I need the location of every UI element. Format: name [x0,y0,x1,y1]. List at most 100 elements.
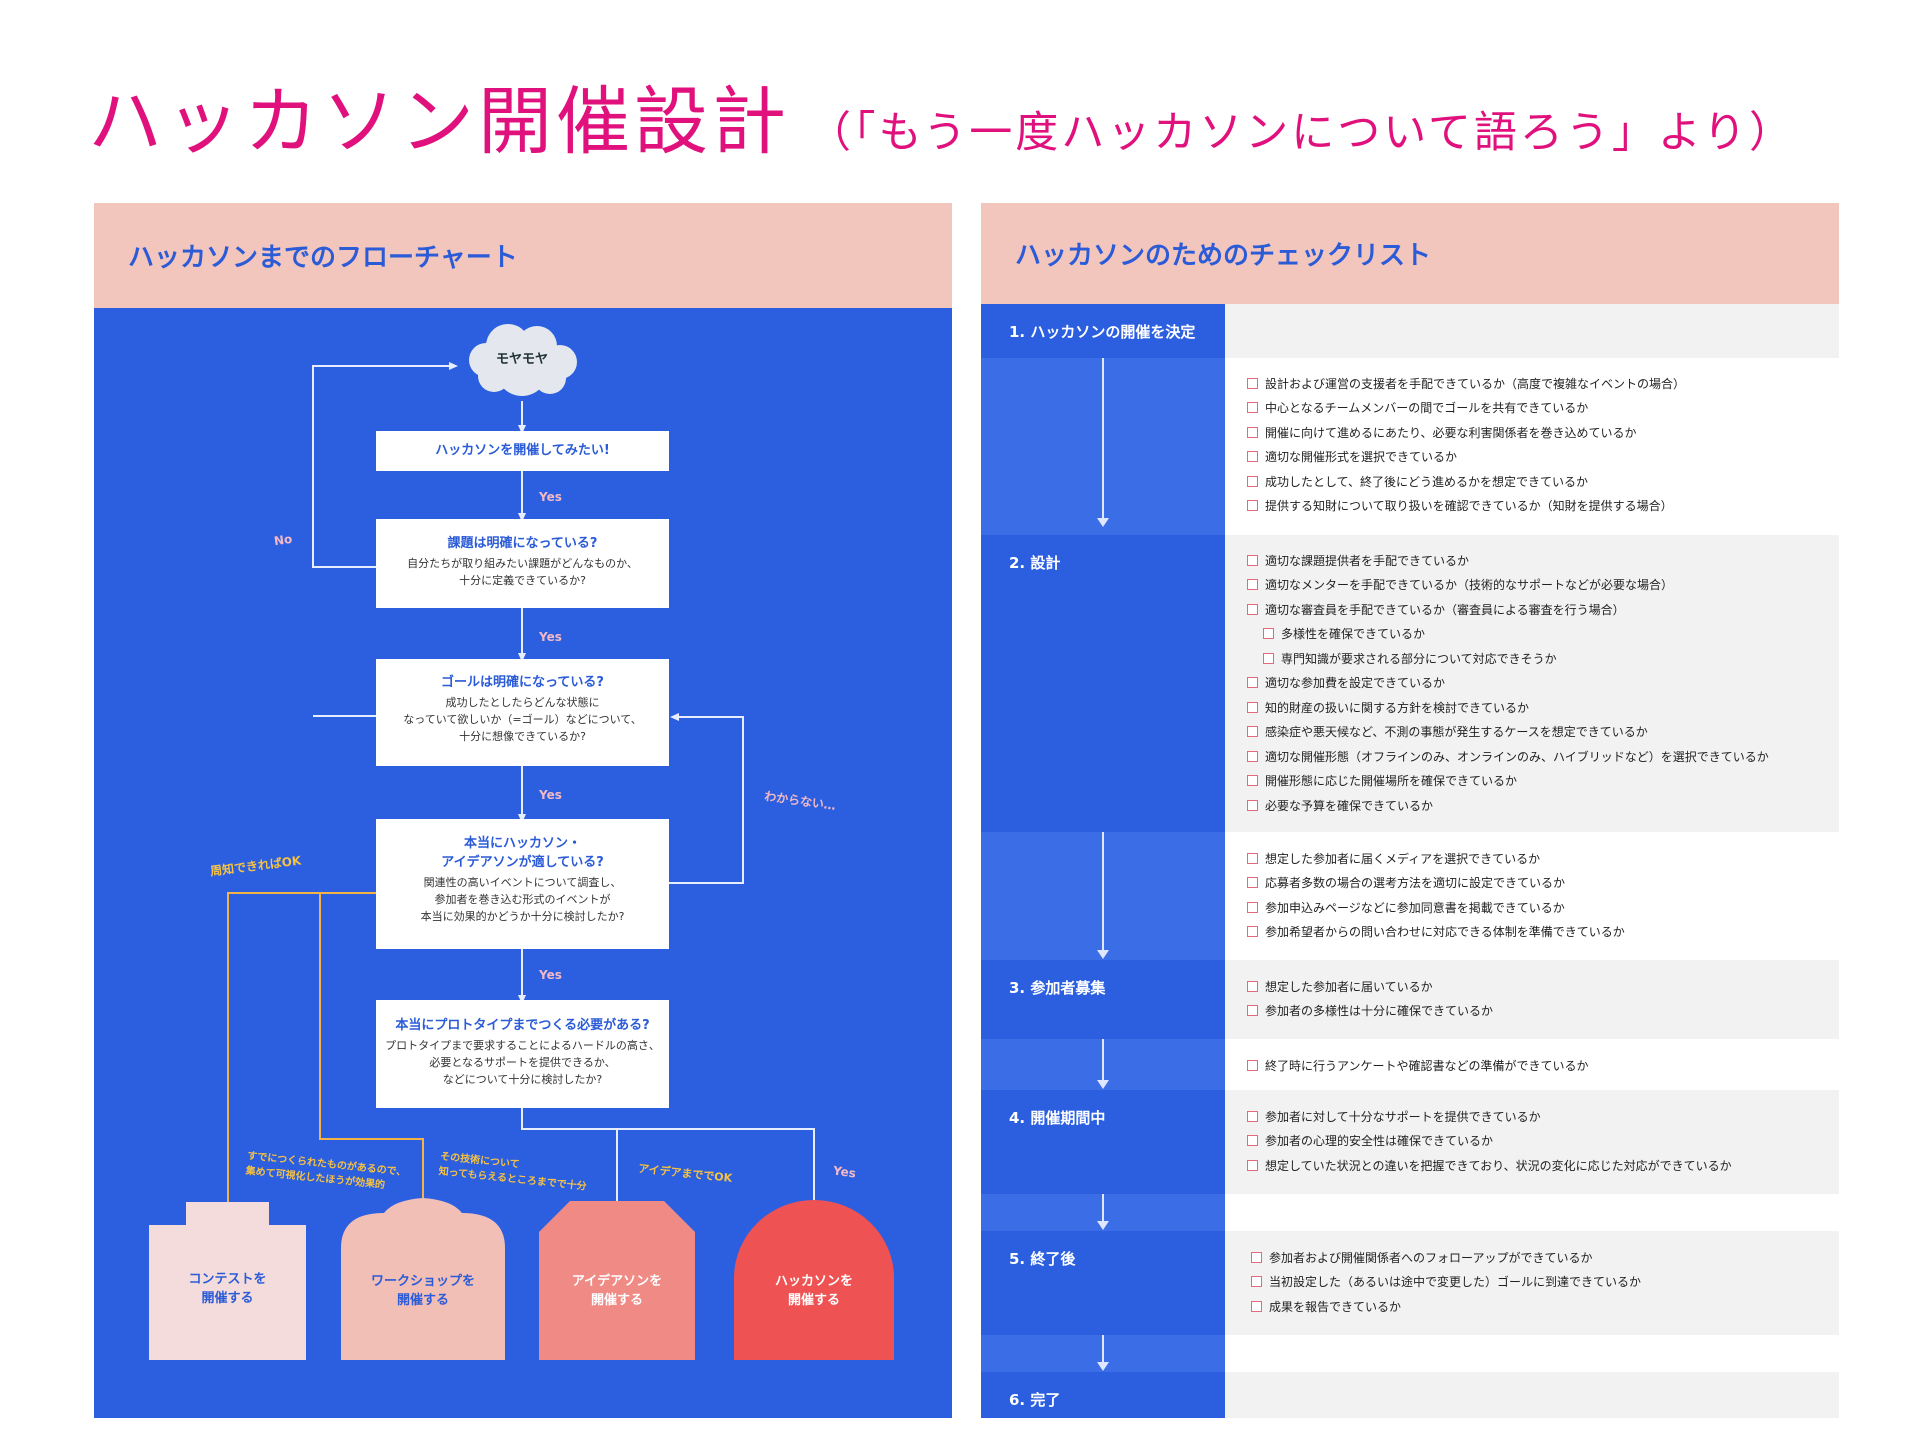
checklist-item[interactable]: 参加者の心理的安全性は確保できているか [1247,1129,1732,1154]
checkbox[interactable] [1247,554,1258,566]
checkbox[interactable] [1263,628,1274,640]
page-title: ハッカソン開催設計 （「もう一度ハッカソンについて語ろう」より） [88,62,1796,165]
checklist-item[interactable]: 参加申込みページなどに参加同意書を掲載できているか [1247,895,1625,920]
flowchart-panel: ハッカソンまでのフローチャート [94,203,952,1418]
checkbox[interactable] [1247,426,1258,438]
flow-box-description: プロトタイプまで要求することによるハードルの高さ、 必要となるサポートを提供でき… [385,1039,660,1086]
checklist-item[interactable]: 参加者および開催関係者へのフォローアップができているか [1251,1245,1641,1270]
checklist-item[interactable]: 開催に向けて進めるにあたり、必要な利害関係者を巻き込めているか [1247,420,1685,445]
label-yes-2: Yes [539,630,562,644]
step-label: 3. 参加者募集 [1009,979,1106,997]
flow-box-title: 本当にハッカソン・ アイデアソンが適している? [441,836,604,870]
flow-box-title: 本当にプロトタイプまでつくる必要がある? [395,1018,650,1033]
outcome-workshop-shape [341,1198,505,1360]
flow-box-description: 自分たちが取り組みたい課題がどんなものか、 十分に定義できているか? [407,557,638,587]
flowchart-header: ハッカソンまでのフローチャート [94,203,952,308]
checklist-item[interactable]: 成功したとして、終了後にどう進めるかを想定できているか [1247,469,1685,494]
label-yes-1: Yes [539,490,562,504]
checkbox[interactable] [1247,1135,1258,1147]
checklist-item[interactable]: 中心となるチームメンバーの間でゴールを共有できているか [1247,396,1685,421]
flow-box-title: ゴールは明確になっている? [441,675,604,690]
checkbox[interactable] [1247,603,1258,615]
checklist-item[interactable]: 必要な予算を確保できているか [1247,793,1769,818]
checkbox[interactable] [1247,980,1258,992]
checkbox[interactable] [1251,1251,1262,1263]
checkbox[interactable] [1251,1276,1262,1288]
checklist-item[interactable]: 適切なメンターを手配できているか（技術的なサポートなどが必要な場合） [1247,573,1769,598]
checklist-header-title: ハッカソンのためのチェックリスト [1015,241,1432,271]
checklist-item[interactable]: 当初設定した（あるいは途中で変更した）ゴールに到達できているか [1251,1270,1641,1295]
checkbox[interactable] [1247,750,1258,762]
checkbox[interactable] [1247,726,1258,738]
checkbox[interactable] [1247,1110,1258,1122]
checklist-item[interactable]: 感染症や悪天候など、不測の事態が発生するケースを想定できているか [1247,720,1769,745]
checklist-item[interactable]: 適切な参加費を設定できているか [1247,671,1769,696]
checkbox[interactable] [1247,579,1258,591]
outcome-hackathon: ハッカソンを 開催する [774,1274,853,1308]
checkbox[interactable] [1247,1159,1258,1171]
checkbox[interactable] [1247,775,1258,787]
checklist-item[interactable]: 成果を報告できているか [1251,1294,1641,1319]
outcome-workshop: ワークショップを 開催する [370,1274,475,1308]
checklist-item[interactable]: 参加希望者からの問い合わせに対応できる体制を準備できているか [1247,920,1625,945]
checklist-item[interactable]: 適切な開催形態（オフラインのみ、オンラインのみ、ハイブリッドなど）を選択できてい… [1247,744,1769,769]
checklist-item[interactable]: 適切な審査員を手配できているか（審査員による審査を行う場合） [1247,597,1769,622]
checklist-panel: ハッカソンのためのチェックリスト 1. ハッカソンの開催を決定 設計および運営の… [981,203,1839,1418]
flow-box-description: 関連性の高いイベントについて調査し、 参加者を巻き込む形式のイベントが 本当に効… [420,876,625,923]
checkbox[interactable] [1247,926,1258,938]
checklist-item[interactable]: 開催形態に応じた開催場所を確保できているか [1247,769,1769,794]
flow-box-issue-clear: 課題は明確になっている? 自分たちが取り組みたい課題がどんなものか、 十分に定義… [376,519,669,608]
checklist-item[interactable]: 適切な開催形式を選択できているか [1247,445,1685,470]
checklist-subitem[interactable]: 多様性を確保できているか [1247,622,1769,647]
step-label: 1. ハッカソンの開催を決定 [1009,323,1196,341]
checkbox[interactable] [1247,877,1258,889]
checklist-items: 想定した参加者に届いているか 参加者の多様性は十分に確保できているか [1247,974,1493,1023]
step-label: 4. 開催期間中 [1009,1109,1106,1127]
checklist-item[interactable]: 参加者の多様性は十分に確保できているか [1247,999,1493,1024]
checkbox[interactable] [1247,402,1258,414]
checkbox[interactable] [1263,652,1274,664]
connector-box4-workshop [319,893,427,1214]
checkbox[interactable] [1247,377,1258,389]
outcome-contest-shape [149,1202,306,1360]
label-yes-5: Yes [832,1163,857,1181]
checklist-gap-5 [981,1335,1839,1372]
checklist-item[interactable]: 応募者多数の場合の選考方法を適切に設定できているか [1247,871,1625,896]
checklist-item[interactable]: 適切な課題提供者を手配できているか [1247,548,1769,573]
checkbox[interactable] [1247,852,1258,864]
flowchart-connectors [149,324,894,1360]
checklist-item[interactable]: 提供する知財について取り扱いを確認できているか（知財を提供する場合） [1247,494,1685,519]
page-title-source: （「もう一度ハッカソンについて語ろう」より） [808,108,1796,158]
start-node-label: モヤモヤ [495,352,548,367]
label-yes-3: Yes [539,788,562,802]
checkbox[interactable] [1247,1059,1258,1071]
checkbox[interactable] [1247,451,1258,463]
checklist-item[interactable]: 終了時に行うアンケートや確認書などの準備ができているか [1247,1053,1589,1078]
checklist-item[interactable]: 想定した参加者に届くメディアを選択できているか [1247,846,1625,871]
checkbox[interactable] [1247,799,1258,811]
checklist-item[interactable]: 知的財産の扱いに関する方針を検討できているか [1247,695,1769,720]
checklist-step-3: 3. 参加者募集 想定した参加者に届いているか 参加者の多様性は十分に確保できて… [981,960,1839,1039]
outcome-ideathon: アイデアソンを 開催する [571,1274,663,1308]
checklist-items: 適切な課題提供者を手配できているか 適切なメンターを手配できているか（技術的なサ… [1247,548,1769,818]
checklist-step-1: 1. ハッカソンの開催を決定 [981,304,1839,358]
checklist-item[interactable]: 設計および運営の支援者を手配できているか（高度で複雑なイベントの場合） [1247,371,1685,396]
checklist-group-c: 想定した参加者に届くメディアを選択できているか 応募者多数の場合の選考方法を適切… [981,832,1839,960]
checklist-item[interactable]: 想定した参加者に届いているか [1247,974,1493,999]
checklist-group-a: 設計および運営の支援者を手配できているか（高度で複雑なイベントの場合） 中心とな… [981,358,1839,535]
checklist-items: 参加者に対して十分なサポートを提供できているか 参加者の心理的安全性は確保できて… [1247,1104,1732,1178]
checklist-subitem[interactable]: 専門知識が要求される部分について対応できそうか [1247,646,1769,671]
checklist-item[interactable]: 想定していた状況との違いを把握できており、状況の変化に応じた対応ができているか [1247,1153,1732,1178]
checkbox[interactable] [1247,701,1258,713]
connector-no-loop [312,362,458,568]
checkbox[interactable] [1247,901,1258,913]
checkbox[interactable] [1247,1005,1258,1017]
flow-box-goal-clear: ゴールは明確になっている? 成功したとしたらどんな状態に なっていて欲しいか（=… [376,659,669,766]
checklist-step-5: 5. 終了後 参加者および開催関係者へのフォローアップができているか 当初設定し… [981,1231,1839,1335]
checkbox[interactable] [1247,500,1258,512]
label-yes-4: Yes [539,968,562,982]
checklist-item[interactable]: 参加者に対して十分なサポートを提供できているか [1247,1104,1732,1129]
checkbox[interactable] [1247,475,1258,487]
checkbox[interactable] [1247,677,1258,689]
checkbox[interactable] [1251,1300,1262,1312]
